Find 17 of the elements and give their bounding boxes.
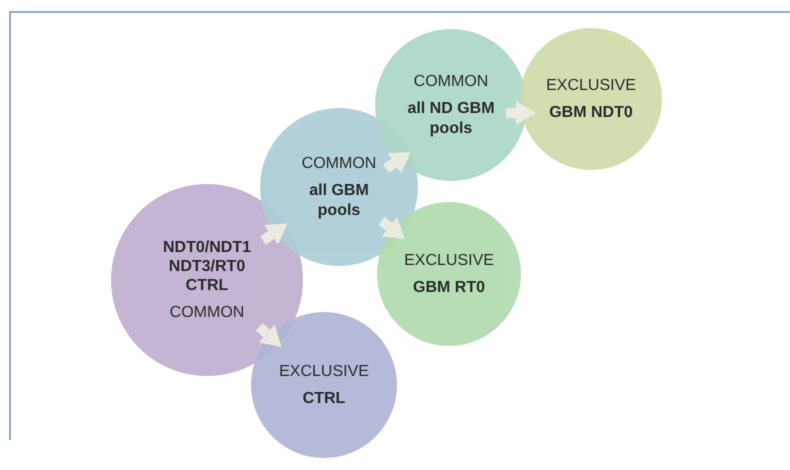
circle-label: all ND GBM pools — [406, 99, 496, 138]
circle-label: NDT0/NDT1 NDT3/RT0 CTRL — [162, 238, 252, 296]
block-arrow — [260, 223, 288, 245]
block-arrow — [378, 216, 406, 240]
circle-label: GBM RT0 — [412, 278, 486, 298]
circle-label: COMMON — [300, 154, 378, 174]
block-arrow — [506, 101, 536, 125]
circle-label: CTRL — [302, 389, 346, 408]
circle-label: EXCLUSIVE — [545, 76, 637, 95]
circle-label: COMMON — [412, 72, 490, 92]
circle-label: COMMON — [168, 303, 246, 322]
circle-label: all GBM pools — [308, 181, 370, 220]
circle-label: GBM NDT0 — [548, 103, 634, 122]
circle-label: EXCLUSIVE — [278, 362, 370, 381]
circle-label: EXCLUSIVE — [403, 250, 495, 270]
block-arrow — [383, 152, 411, 174]
block-arrow — [256, 323, 282, 347]
